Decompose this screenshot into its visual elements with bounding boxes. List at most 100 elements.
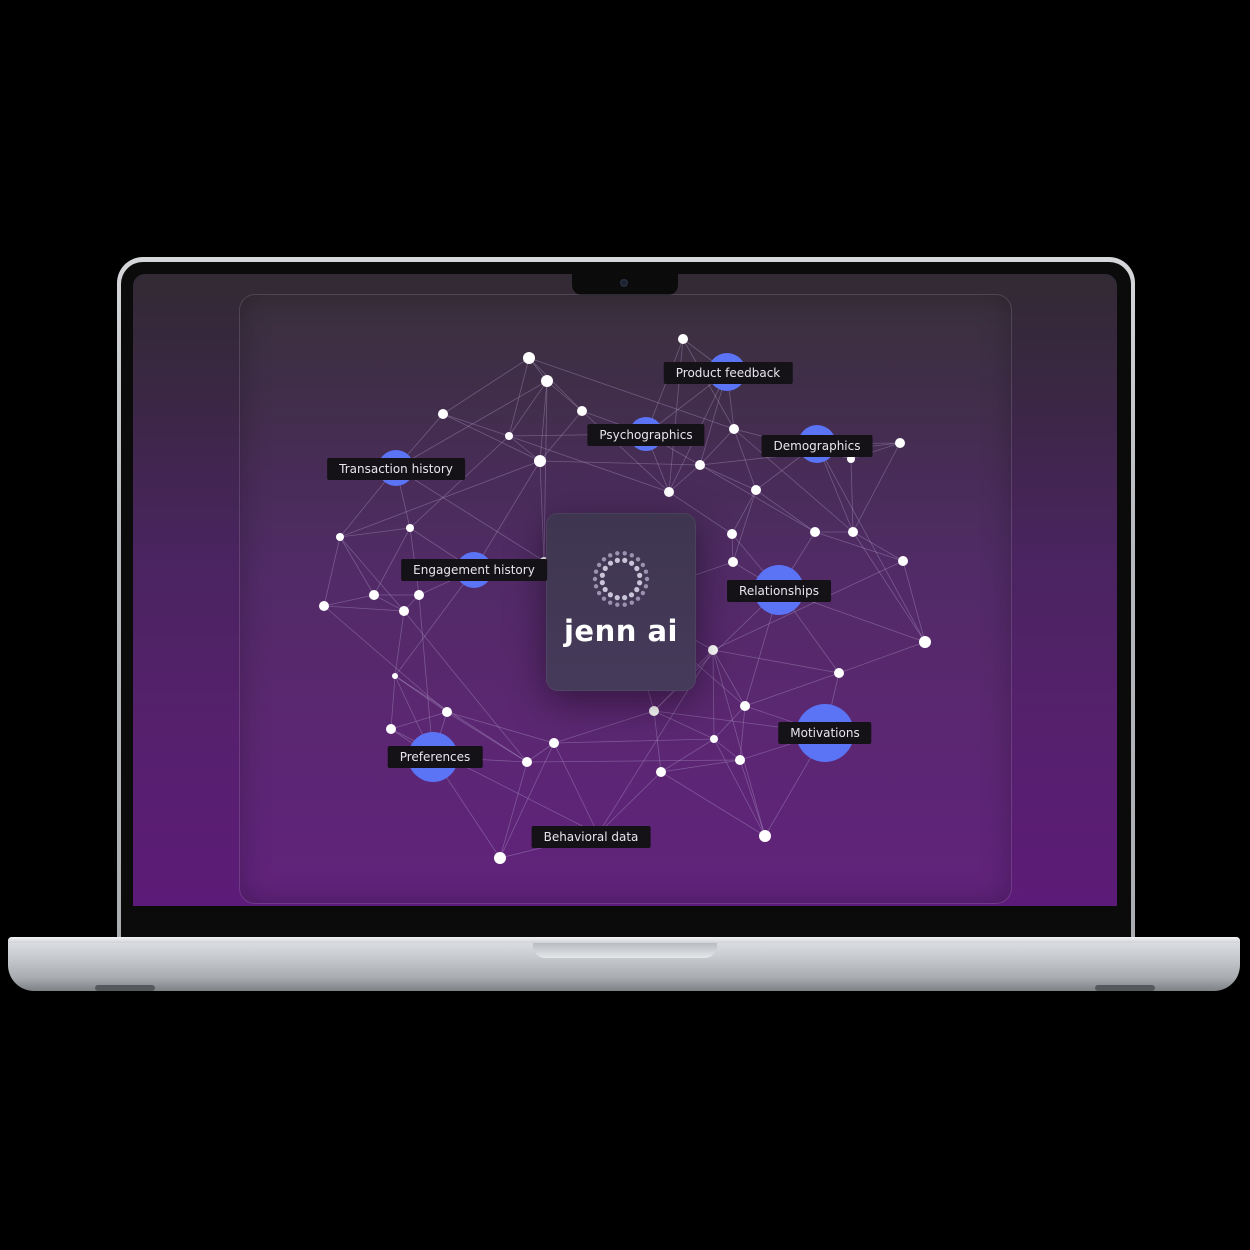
- label-relationships: Relationships: [727, 580, 831, 602]
- graph-edge: [508, 357, 530, 437]
- logo-dot: [614, 595, 620, 601]
- graph-edge: [852, 442, 901, 533]
- graph-edge: [699, 464, 816, 533]
- graph-edge: [739, 759, 766, 837]
- logo-dot: [592, 576, 598, 582]
- graph-edge: [732, 489, 757, 563]
- brand-name: jenn ai: [563, 614, 678, 648]
- graph-node: [523, 352, 535, 364]
- logo-dot: [628, 592, 635, 598]
- laptop-foot: [95, 985, 155, 991]
- graph-node: [919, 636, 931, 648]
- graph-edge: [442, 413, 510, 437]
- graph-edge: [395, 467, 545, 562]
- graph-node: [656, 767, 666, 777]
- graph-node: [759, 830, 771, 842]
- graph-node: [494, 852, 506, 864]
- graph-edge: [597, 771, 662, 835]
- label-engagement-history: Engagement history: [401, 559, 547, 581]
- graph-node: [549, 738, 559, 748]
- logo-dot: [640, 590, 646, 596]
- logo-dot: [622, 557, 628, 563]
- graph-edge: [442, 413, 541, 462]
- laptop-opening-notch: [533, 943, 717, 958]
- logo-dot: [607, 553, 613, 558]
- graph-edge: [902, 560, 926, 643]
- graph-node: [728, 557, 738, 567]
- graph-edge: [653, 710, 662, 773]
- graph-edge: [712, 649, 766, 837]
- graph-edge: [712, 649, 746, 707]
- logo-dot: [607, 560, 614, 566]
- graph-edge: [446, 711, 528, 763]
- logo-dot: [593, 584, 599, 589]
- logo-dot: [607, 600, 613, 605]
- jenn-ai-logo-icon: [592, 551, 650, 607]
- graph-node: [336, 533, 344, 541]
- logo-dot: [622, 551, 627, 556]
- graph-node: [751, 485, 761, 495]
- graph-edge: [323, 536, 341, 607]
- logo-dot: [601, 557, 607, 562]
- graph-edge: [852, 531, 904, 562]
- graph-node: [740, 701, 750, 711]
- graph-node: [442, 707, 452, 717]
- graph-edge: [699, 428, 735, 466]
- logo-dot: [615, 551, 620, 556]
- label-behavioral-data: Behavioral data: [531, 826, 651, 848]
- graph-node: [710, 735, 718, 743]
- graph-edge: [339, 536, 375, 596]
- logo-dot: [601, 596, 607, 601]
- graph-node: [678, 334, 688, 344]
- graph-node: [848, 527, 858, 537]
- graph-edge: [418, 594, 434, 758]
- graph-edge: [660, 738, 715, 773]
- logo-dot: [635, 557, 641, 562]
- logo-dot: [643, 569, 649, 574]
- graph-edge: [739, 705, 746, 761]
- graph-edge: [473, 460, 541, 571]
- graph-node: [541, 375, 553, 387]
- graph-edge: [499, 761, 528, 859]
- logo-dot: [643, 584, 649, 589]
- graph-edge: [508, 435, 670, 493]
- logo-dot: [629, 553, 635, 558]
- graph-edge: [712, 649, 840, 674]
- graph-edge: [713, 705, 746, 740]
- graph-edge: [539, 380, 548, 462]
- logo-dot: [644, 576, 650, 582]
- graph-node: [729, 424, 739, 434]
- graph-edge: [539, 460, 701, 466]
- graph-panel: [239, 294, 1012, 904]
- graph-node: [735, 755, 745, 765]
- label-transaction-history: Transaction history: [327, 458, 465, 480]
- graph-edge: [394, 675, 528, 763]
- graph-edge: [528, 357, 583, 412]
- graph-edge: [403, 610, 528, 763]
- graph-edge: [660, 771, 766, 837]
- graph-edge: [508, 380, 548, 437]
- logo-dot: [637, 580, 643, 586]
- graph-edge: [653, 710, 715, 740]
- graph-edge: [390, 711, 448, 730]
- logo-dot: [593, 569, 599, 574]
- label-preferences: Preferences: [387, 746, 483, 768]
- graph-edge: [546, 380, 583, 412]
- label-product-feedback: Product feedback: [663, 362, 793, 384]
- graph-edge: [731, 489, 757, 535]
- graph-node: [406, 524, 414, 532]
- graph-edge: [373, 594, 405, 612]
- graph-edge: [838, 641, 926, 674]
- logo-dot: [622, 602, 627, 607]
- graph-edge: [733, 428, 854, 533]
- graph-edge: [323, 594, 375, 607]
- logo-dot: [634, 565, 640, 572]
- graph-edge: [539, 410, 583, 462]
- graph-node: [522, 757, 532, 767]
- graph-node: [847, 455, 855, 463]
- graph-edge: [553, 742, 599, 835]
- logo-dot: [596, 562, 602, 568]
- graph-edge: [814, 531, 904, 562]
- logo-dot: [599, 572, 605, 578]
- logo-dot: [622, 595, 628, 601]
